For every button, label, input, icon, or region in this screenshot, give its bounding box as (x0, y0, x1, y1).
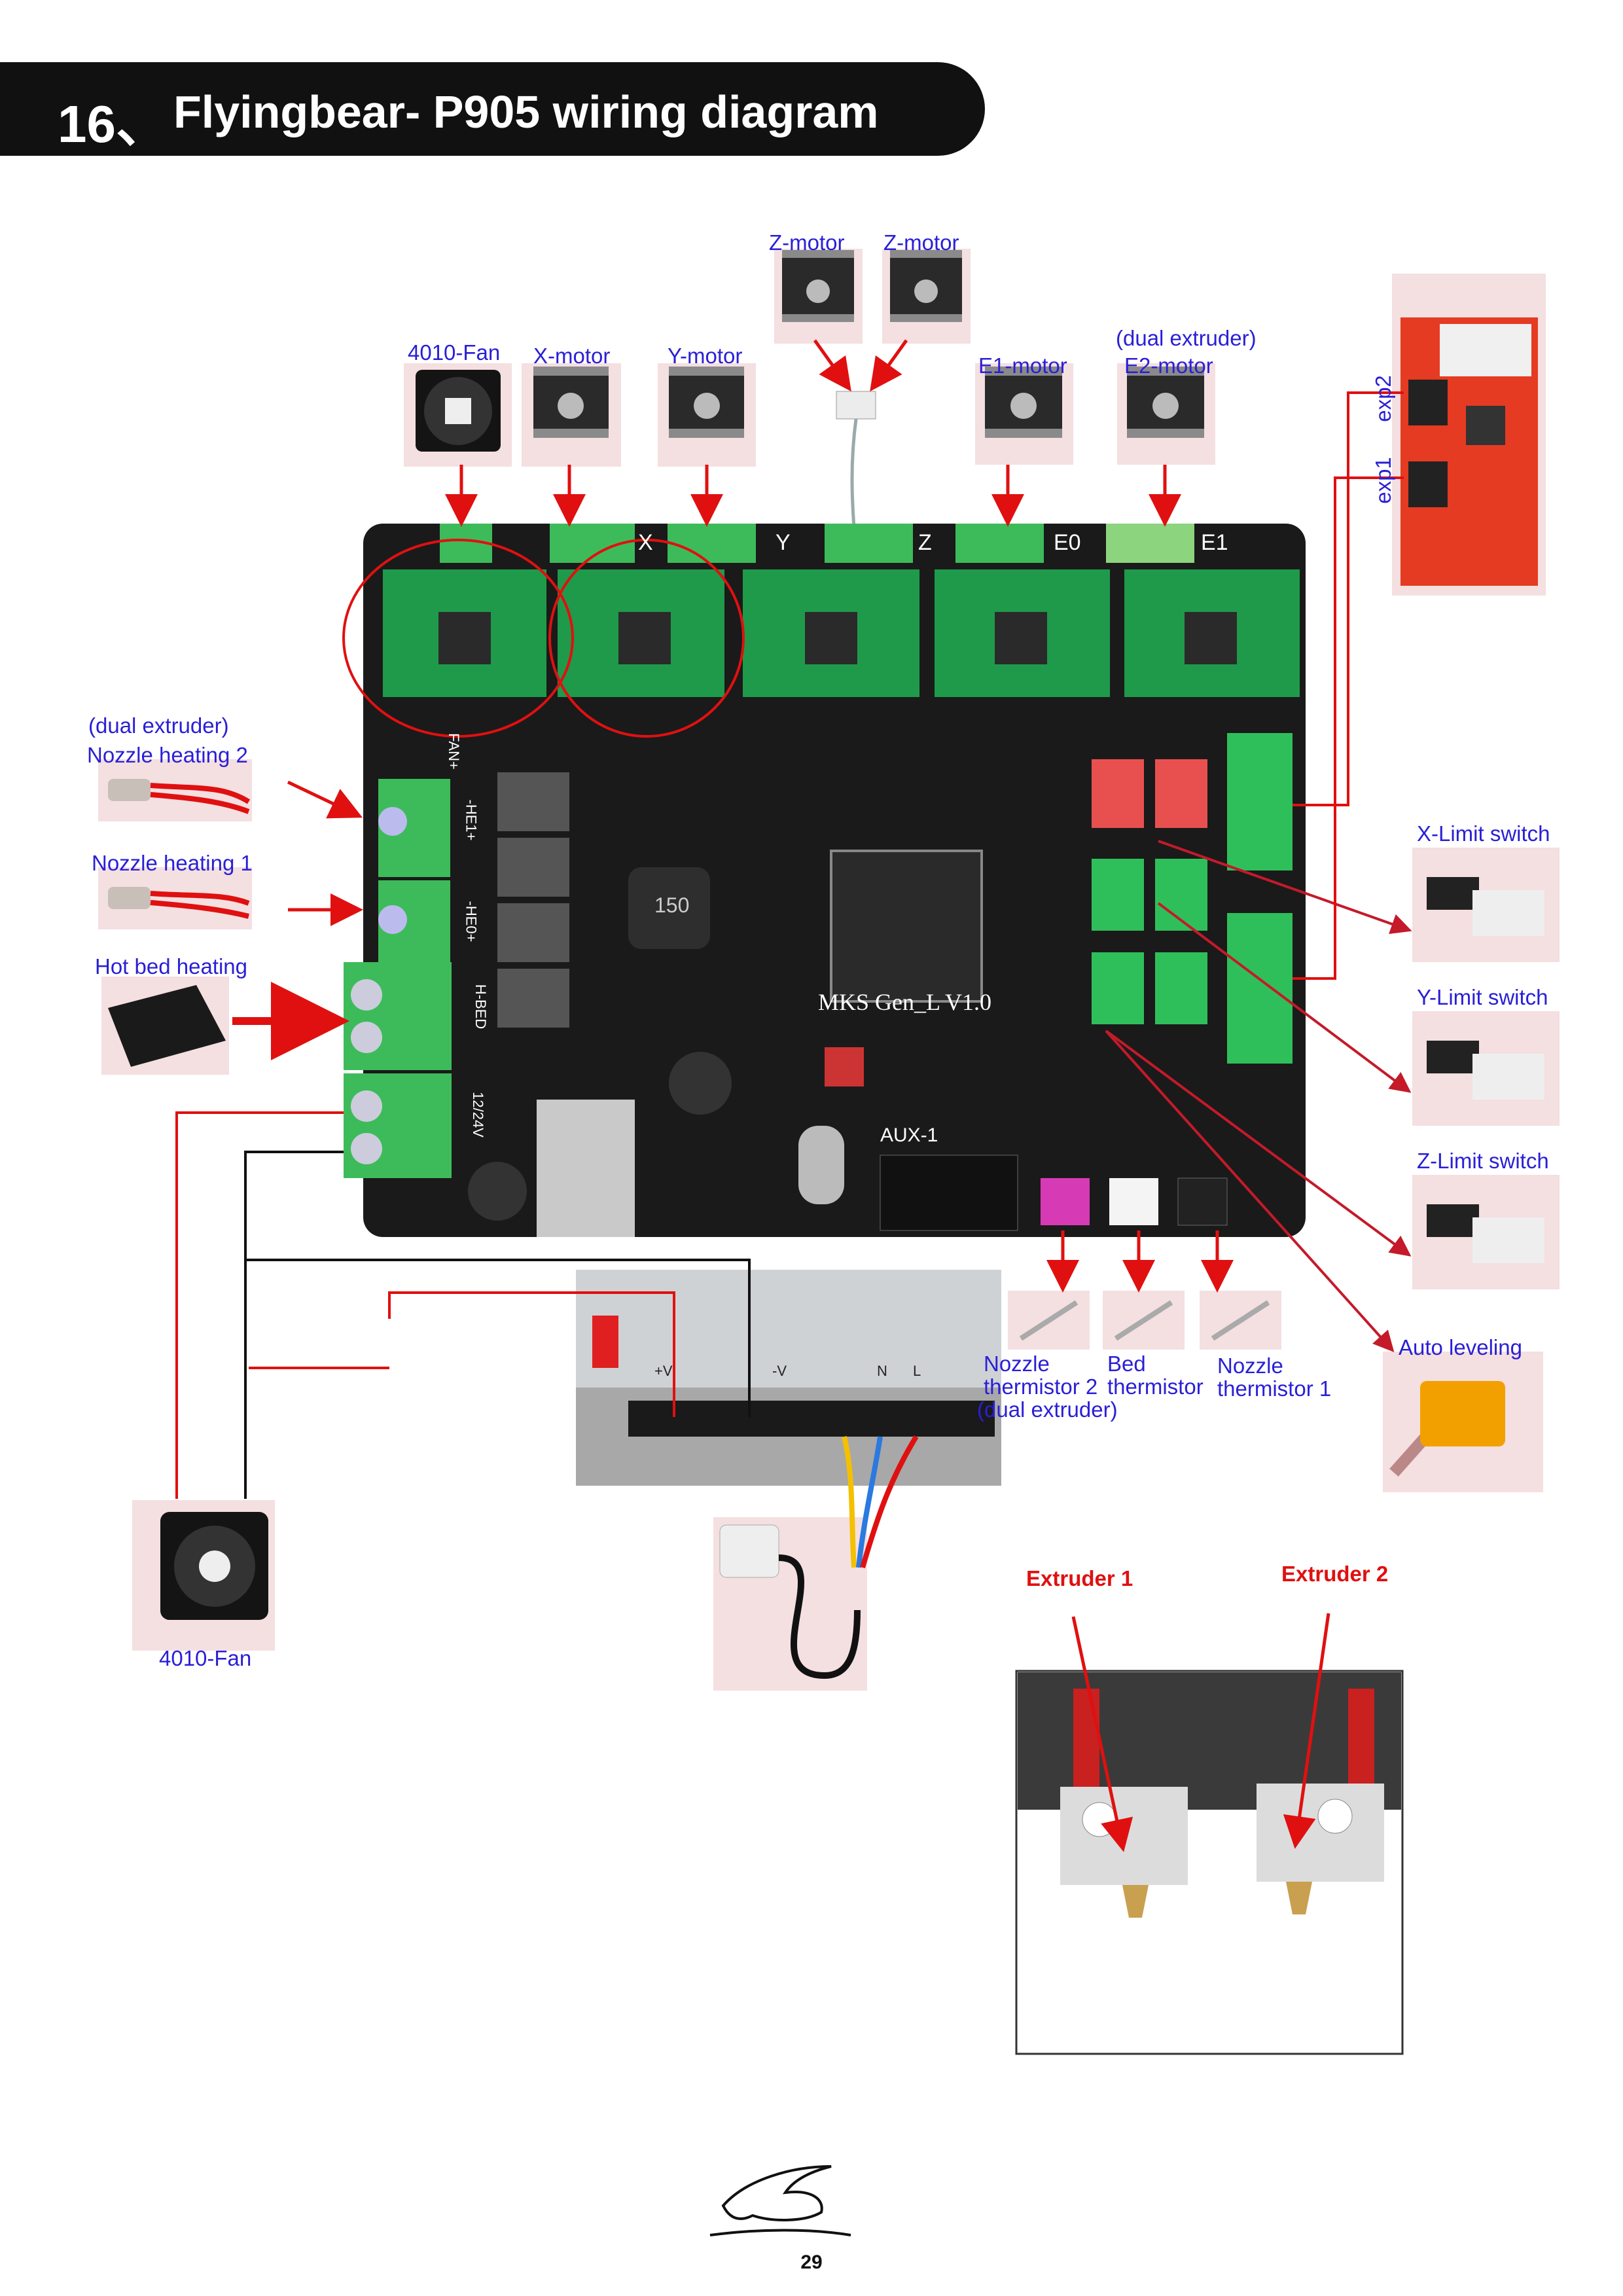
terminal-hbed: H-BED (473, 984, 490, 1030)
power-plug-graphic (719, 1524, 861, 1679)
auto-level-graphic (1389, 1381, 1505, 1477)
x-motor-graphic (533, 367, 609, 438)
y-motor-graphic (669, 367, 744, 438)
label-dual-extruder-left: (dual extruder) (88, 713, 229, 738)
label-y-limit: Y-Limit switch (1417, 985, 1548, 1009)
label-auto-leveling: Auto leveling (1399, 1335, 1522, 1359)
title-bar: 16、 Flyingbear- P905 wiring diagram (0, 62, 985, 156)
axis-x: X (638, 530, 653, 555)
heater2-graphic (108, 779, 251, 814)
fan-top (416, 370, 501, 452)
label-x-motor: X-motor (533, 344, 611, 368)
inductor-label: 150 (654, 893, 690, 917)
extruder-photo (1015, 1670, 1404, 2055)
title-text: Flyingbear- P905 wiring diagram (173, 86, 879, 137)
psu-n: N (877, 1363, 887, 1379)
title-number: 16、 (58, 95, 168, 153)
label-e1-motor: E1-motor (978, 353, 1067, 378)
psu-v-plus: +V (654, 1363, 673, 1379)
lcd-board-graphic (1400, 317, 1538, 586)
psu-l: L (913, 1363, 921, 1379)
label-z-motor-1: Z-motor (769, 230, 845, 255)
label-bed-therm-b: thermistor (1107, 1374, 1204, 1399)
psu-v-minus: -V (772, 1363, 787, 1379)
terminal-he1: -HE1+ (463, 799, 480, 841)
label-therm2-a: Nozzle (984, 1352, 1050, 1376)
label-extruder-2: Extruder 2 (1281, 1562, 1389, 1586)
power-supply-graphic (576, 1270, 1001, 1486)
board-label: MKS Gen_L V1.0 (818, 989, 992, 1015)
heater1-graphic (108, 887, 250, 919)
axis-y: Y (776, 530, 791, 555)
z-motor-2-graphic (890, 250, 962, 322)
axis-z: Z (918, 530, 932, 555)
label-nozzle-heating-1: Nozzle heating 1 (92, 851, 253, 875)
label-bed-therm-a: Bed (1107, 1352, 1146, 1376)
label-therm1-b: thermistor 1 (1217, 1376, 1332, 1401)
label-hot-bed-heating: Hot bed heating (95, 954, 248, 978)
page-number: 29 (800, 2251, 823, 2273)
aux-label: AUX-1 (880, 1124, 938, 1146)
hotbed-graphic (108, 985, 226, 1067)
terminal-power: 12/24V (469, 1092, 486, 1138)
terminal-fan: FAN+ (445, 733, 462, 770)
label-exp1: exp1 (1370, 457, 1395, 504)
label-y-motor: Y-motor (668, 344, 743, 368)
z-motor-1-graphic (782, 250, 854, 322)
axis-e1: E1 (1201, 530, 1228, 555)
label-x-limit: X-Limit switch (1417, 821, 1550, 846)
label-e2-motor: E2-motor (1124, 353, 1213, 378)
flyingbear-logo (709, 2165, 851, 2236)
label-fan-bottom: 4010-Fan (159, 1646, 252, 1670)
label-therm1-a: Nozzle (1217, 1354, 1283, 1378)
label-z-limit: Z-Limit switch (1417, 1149, 1549, 1173)
fan-bottom-graphic (160, 1512, 268, 1620)
label-fan-top: 4010-Fan (408, 340, 501, 365)
label-dual-extruder-bottom: (dual extruder) (977, 1397, 1118, 1422)
label-exp2: exp2 (1370, 375, 1395, 422)
label-nozzle-heating-2: Nozzle heating 2 (87, 743, 248, 767)
terminal-he0: -HE0+ (463, 901, 480, 942)
label-extruder-1: Extruder 1 (1026, 1566, 1133, 1590)
main-board (344, 524, 1306, 1237)
label-dual-extruder-top: (dual extruder) (1116, 326, 1257, 350)
label-z-motor-2: Z-motor (883, 230, 959, 255)
limit-switch-graphics (1427, 877, 1544, 1263)
thermistor-graphics (1019, 1300, 1270, 1341)
e2-motor-graphic (1127, 367, 1204, 438)
label-therm2-b: thermistor 2 (984, 1374, 1098, 1399)
e1-motor-graphic (985, 367, 1062, 438)
axis-e0: E0 (1054, 530, 1081, 555)
